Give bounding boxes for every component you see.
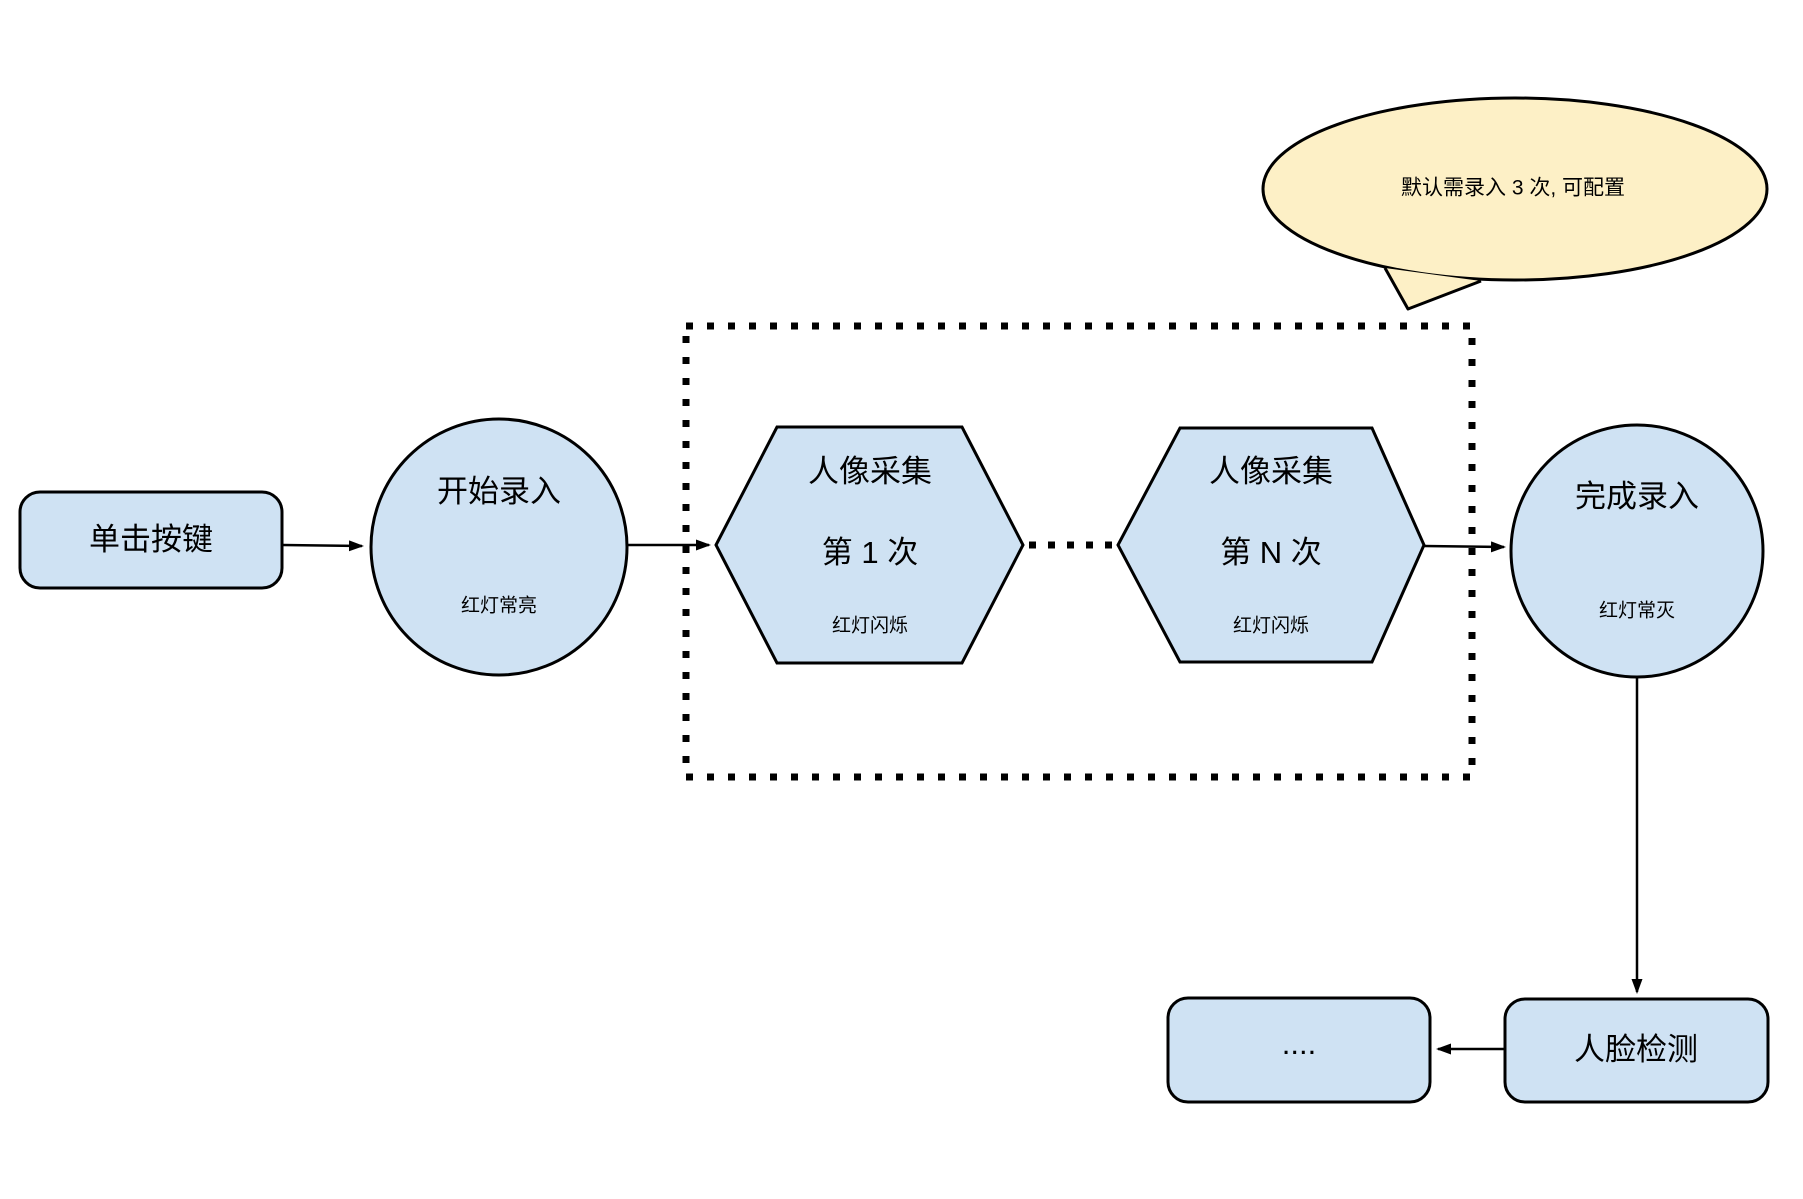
capture-first-node xyxy=(714,425,1025,665)
capture-first-title: 人像采集 xyxy=(808,453,932,489)
face-detect-label: 人脸检测 xyxy=(1574,1031,1698,1067)
callout-text: 默认需录入 3 次, 可配置 xyxy=(1400,176,1626,200)
finish-enroll-label: 完成录入 xyxy=(1575,478,1699,514)
click-button-node xyxy=(18,490,284,590)
callout-tail-outline xyxy=(1383,267,1482,311)
arrow-capture-to-finish xyxy=(1423,541,1506,553)
callout-bubble xyxy=(1261,96,1769,282)
capture-nth-title: 人像采集 xyxy=(1209,453,1333,489)
face-detect-node xyxy=(1503,997,1770,1104)
capture-nth-status: 红灯闪烁 xyxy=(1232,615,1310,637)
capture-nth-node xyxy=(1116,426,1426,664)
finish-enroll-status: 红灯常灭 xyxy=(1598,600,1676,622)
start-enroll-node xyxy=(369,417,629,677)
callout-tail xyxy=(1385,268,1481,309)
capture-first-status: 红灯闪烁 xyxy=(831,615,909,637)
start-enroll-status: 红灯常亮 xyxy=(460,595,538,617)
more-label: .... xyxy=(1281,1025,1317,1061)
capture-first-count: 第 1 次 xyxy=(821,534,919,570)
arrow-click-to-start xyxy=(282,540,364,552)
finish-enroll-node xyxy=(1509,423,1765,679)
start-enroll-label: 开始录入 xyxy=(437,473,561,509)
capture-nth-count: 第 N 次 xyxy=(1220,534,1322,570)
click-button-label: 单击按键 xyxy=(89,521,213,557)
capture-loop-border xyxy=(682,322,1476,781)
more-node xyxy=(1166,996,1432,1104)
